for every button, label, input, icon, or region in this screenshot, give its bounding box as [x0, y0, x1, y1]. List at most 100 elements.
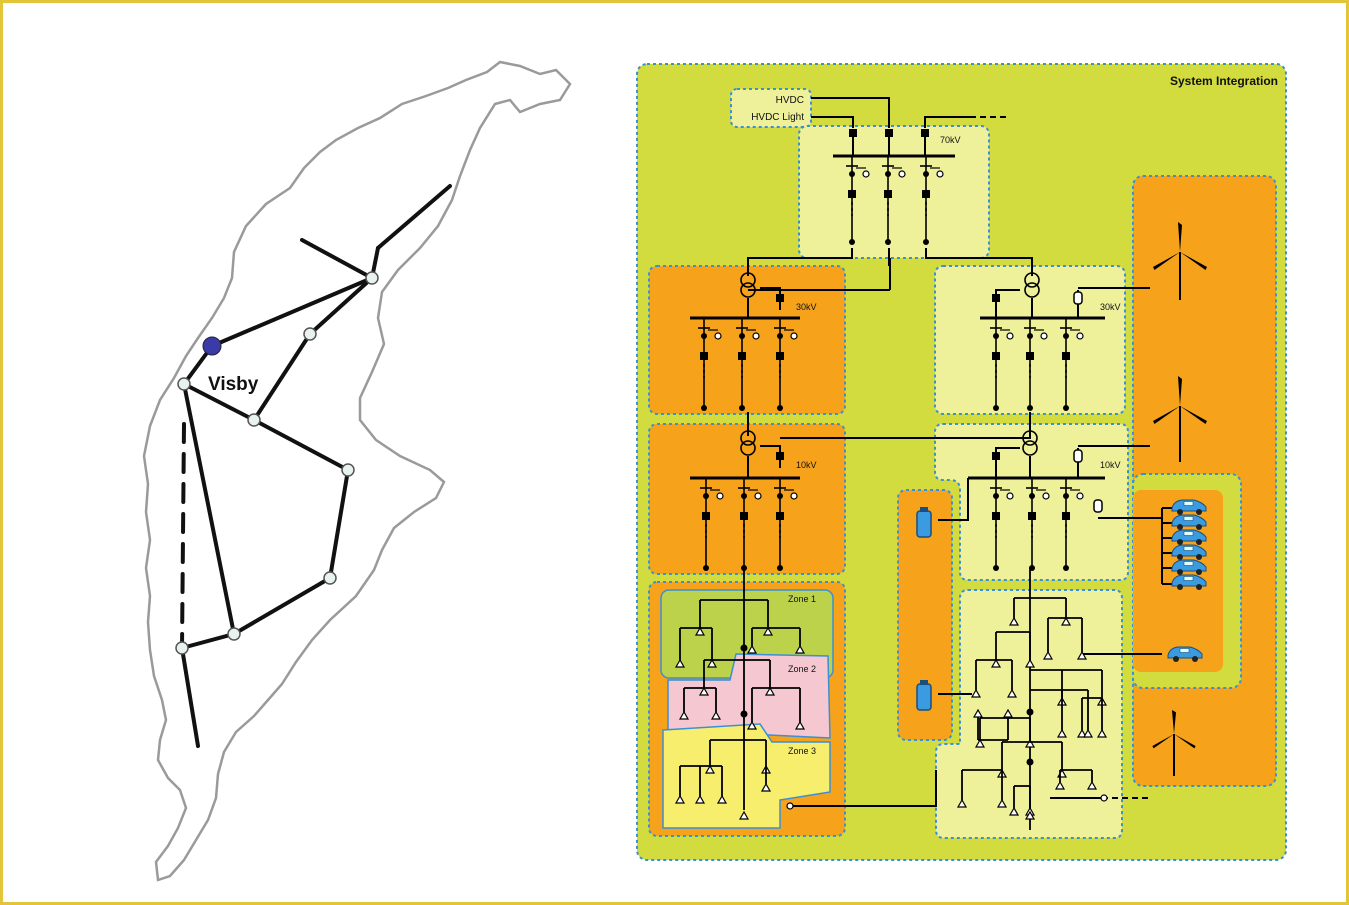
load-icon — [698, 686, 710, 696]
load-icon — [674, 658, 686, 668]
line-north-mid — [308, 276, 374, 336]
feeder — [920, 156, 944, 245]
station-30kv-left — [648, 265, 846, 415]
connections — [690, 97, 1172, 807]
load-icon — [1008, 806, 1020, 816]
system-integration-title: System Integration — [1170, 74, 1278, 88]
feeder-columns — [698, 156, 1084, 571]
load-icon — [760, 782, 772, 792]
load-icon — [694, 626, 706, 636]
hvdc-box — [730, 88, 812, 128]
feeder — [1060, 318, 1084, 411]
load-icon — [974, 738, 986, 748]
node — [323, 571, 337, 585]
label-10kv-right: 10kV — [1100, 460, 1121, 470]
feeder-tree — [956, 568, 1108, 830]
visby-label: Visby — [208, 374, 259, 395]
feeder — [1060, 478, 1084, 571]
load-icon — [1056, 728, 1068, 738]
electric-car-icon — [1171, 499, 1207, 515]
feeder — [700, 478, 724, 571]
electric-vehicles — [1167, 499, 1207, 662]
system-diagram: System Integration HVDC HVDC Light 70kV … — [636, 63, 1287, 861]
load-icon — [996, 798, 1008, 808]
line-center-east — [252, 418, 350, 472]
fuses — [1073, 291, 1103, 513]
storage-strip — [897, 489, 953, 741]
electric-car-icon — [1171, 514, 1207, 530]
node — [177, 377, 191, 391]
load-icon — [1054, 780, 1066, 790]
wind-turbine-icon — [1153, 376, 1207, 462]
distribution-trees — [674, 568, 1108, 830]
electric-car-icon — [1171, 574, 1207, 590]
label-70kv: 70kV — [940, 135, 961, 145]
load-icon — [678, 710, 690, 720]
zone-1-label: Zone 1 — [788, 594, 816, 604]
electric-car-icon — [1171, 559, 1207, 575]
line-north-west — [300, 238, 374, 280]
island-map: Visby — [142, 60, 572, 882]
wind-turbine-icon — [1153, 222, 1207, 300]
line-south-southwest — [180, 632, 236, 650]
node — [303, 327, 317, 341]
line-north-visby — [210, 276, 374, 348]
visby-marker — [202, 336, 222, 356]
island-outline — [142, 60, 572, 882]
load-icon — [1024, 810, 1036, 820]
load-icon — [1082, 728, 1094, 738]
node — [227, 627, 241, 641]
transformers — [740, 272, 1040, 456]
load-icon — [710, 710, 722, 720]
line-west-center — [182, 382, 256, 422]
load-icon — [990, 658, 1002, 668]
wind-turbine-icon — [1152, 710, 1196, 776]
battery-icon — [916, 680, 932, 711]
electric-car-icon — [1167, 646, 1203, 662]
electric-car-icon — [1171, 529, 1207, 545]
node — [365, 271, 379, 285]
load-icon — [738, 810, 750, 820]
station-10kv-left — [648, 423, 846, 575]
grid-lines — [180, 184, 452, 748]
feeder — [882, 156, 906, 245]
load-icon — [1006, 688, 1018, 698]
node — [341, 463, 355, 477]
label-30kv-right: 30kV — [1100, 302, 1121, 312]
load-icon — [706, 658, 718, 668]
load-icon — [794, 720, 806, 730]
feeder — [774, 318, 798, 411]
load-icon — [746, 644, 758, 654]
load-icon — [1096, 728, 1108, 738]
hvdc-label: HVDC — [776, 95, 804, 106]
wind-turbines — [1152, 222, 1207, 776]
feeder — [990, 478, 1014, 571]
load-icon — [956, 798, 968, 808]
load-icon — [1002, 708, 1014, 718]
zone-tree — [674, 568, 806, 820]
label-30kv-left: 30kV — [796, 302, 817, 312]
feeder — [736, 318, 760, 411]
load-icon — [1060, 616, 1072, 626]
load-icon — [972, 708, 984, 718]
zone-2-label: Zone 2 — [788, 664, 816, 674]
load-icon — [746, 720, 758, 730]
load-icon — [794, 644, 806, 654]
line-west-south — [182, 382, 236, 636]
feeder — [774, 478, 798, 571]
feeder — [1024, 318, 1048, 411]
grid-nodes — [175, 271, 379, 655]
node — [175, 641, 189, 655]
zone-3 — [662, 723, 831, 829]
feeder — [698, 318, 722, 411]
feeder — [990, 318, 1014, 411]
load-icon — [694, 794, 706, 804]
load-icon — [1042, 650, 1054, 660]
feeder — [1026, 478, 1050, 571]
station-70kv — [798, 125, 990, 259]
load-icon — [1086, 780, 1098, 790]
battery-icon — [916, 507, 932, 538]
load-icon — [764, 686, 776, 696]
load-icon — [704, 764, 716, 774]
